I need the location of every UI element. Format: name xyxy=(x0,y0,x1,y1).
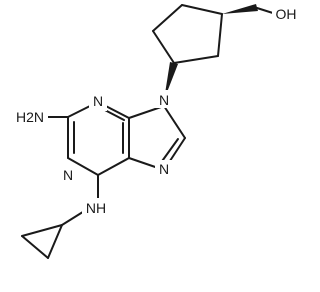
bond-cp5-5 xyxy=(173,55,219,64)
bond-cp-1 xyxy=(47,224,63,259)
bond-n9-c8 xyxy=(163,105,186,139)
atom-n9: N xyxy=(159,92,169,108)
atom-nh: NH xyxy=(86,200,106,216)
wedge-ring-ch2 xyxy=(222,4,258,14)
atom-hydroxyl: OH xyxy=(276,6,297,22)
bond-c6-n1 xyxy=(67,157,99,176)
atom-n7: N xyxy=(159,161,169,177)
bond-cp5-1 xyxy=(152,30,175,64)
bond-cp-2 xyxy=(21,235,49,259)
bond-cp5-3 xyxy=(181,4,223,15)
bond-cp5-2 xyxy=(152,4,183,32)
bond-cp-3 xyxy=(21,224,63,237)
atom-amino: H2N xyxy=(16,109,44,125)
atom-n3: N xyxy=(93,93,103,109)
bond-cp5-4 xyxy=(217,13,223,57)
structure-canvas: N N N N H2N NH OH xyxy=(15,4,297,259)
bond-c8-n7-inner xyxy=(159,138,179,165)
atom-n1: N xyxy=(63,167,73,183)
bond-c5-c6 xyxy=(97,157,130,176)
chemical-structure: N N N N H2N NH OH xyxy=(15,4,297,259)
